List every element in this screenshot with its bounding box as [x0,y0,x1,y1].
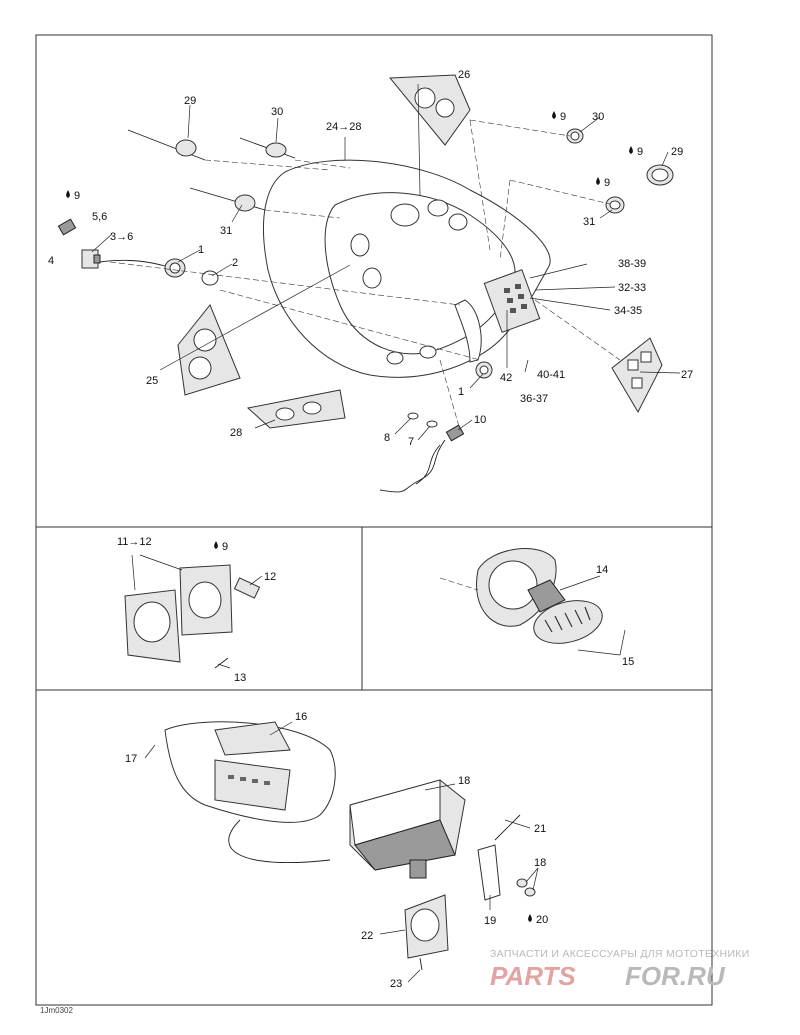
callout-4: 4 [48,255,54,267]
callout-9-e: 9 [222,541,228,553]
callout-21: 21 [534,823,546,835]
callout-31-b: 31 [583,216,595,228]
callout-18-a: 18 [458,775,470,787]
callout-30-a: 30 [271,106,283,118]
callout-19: 19 [484,915,496,927]
lubricant-drop-icons [66,111,633,922]
gauges-right [566,128,674,214]
callout-9-c: 9 [560,111,566,123]
callout-13: 13 [234,672,246,684]
bezel-27 [611,337,663,414]
callout-5-6: 5,6 [92,211,107,223]
callout-25: 25 [146,375,158,387]
callout-42: 42 [500,372,512,384]
callout-3-6: 3→6 [110,231,133,243]
callout-16: 16 [295,711,307,723]
callout-26: 26 [458,69,470,81]
callout-1: 1 [198,244,204,256]
accessory-panel-11-13 [124,554,263,669]
callout-20: 20 [536,914,548,926]
drop-icon [214,541,218,549]
callout-23: 23 [390,978,402,990]
callout-12: 12 [264,571,276,583]
drop-icon [596,177,600,185]
callout-15: 15 [622,656,634,668]
callout-18-b: 18 [534,857,546,869]
callout-1-b: 1 [458,386,464,398]
callout-11-12: 11→12 [117,536,152,548]
callout-10: 10 [474,414,486,426]
dashboard-console [263,159,551,378]
bezel-28 [246,389,346,429]
diagram-frame [35,34,713,1006]
assembly-dashed-lines [109,119,621,431]
drop-icon [629,146,633,154]
radio-panel-16-23 [144,721,539,983]
callout-8: 8 [384,432,390,444]
callout-30-b: 30 [592,111,604,123]
callout-36-37: 36-37 [520,393,548,405]
callout-labels: 4 5,6 3→6 9 1 2 29 30 31 24→28 26 25 28 … [40,69,693,1015]
callout-7: 7 [408,436,414,448]
callout-27: 27 [681,369,693,381]
callout-32-33: 32-33 [618,282,646,294]
callout-14: 14 [596,564,608,576]
callout-17: 17 [125,753,137,765]
callout-40-41: 40-41 [537,369,565,381]
watermark-logo-left: PARTS [490,961,576,991]
callout-9-a: 9 [74,190,80,202]
callout-29-a: 29 [184,95,196,107]
drop-icon [66,190,70,198]
callout-34-35: 34-35 [614,305,642,317]
callout-24-28: 24→28 [326,121,361,133]
fuel-cap-assembly [57,218,219,286]
speaker-panel-14-15 [439,548,626,656]
callout-9-d: 9 [604,177,610,189]
callout-22: 22 [361,930,373,942]
callout-28: 28 [230,427,242,439]
callout-38-39: 38-39 [618,258,646,270]
figure-code: 1Jm0302 [40,1006,73,1015]
callout-2: 2 [232,257,238,269]
power-outlet-assembly [379,361,493,493]
callout-31-a: 31 [220,225,232,237]
callout-29-b: 29 [671,146,683,158]
watermark: ЗАПЧАСТИ И АКСЕССУАРЫ ДЛЯ МОТОТЕХНИКИ PA… [490,948,750,991]
watermark-tagline: ЗАПЧАСТИ И АКСЕССУАРЫ ДЛЯ МОТОТЕХНИКИ [490,948,750,960]
gauges-left [127,129,296,212]
drop-icon [552,111,556,119]
callout-9-b: 9 [637,146,643,158]
watermark-logo-right: FOR.RU [625,961,726,991]
leader-lines-top [91,83,681,441]
drop-icon [528,914,532,922]
bezel-26 [388,74,471,146]
bezel-25 [177,304,241,396]
